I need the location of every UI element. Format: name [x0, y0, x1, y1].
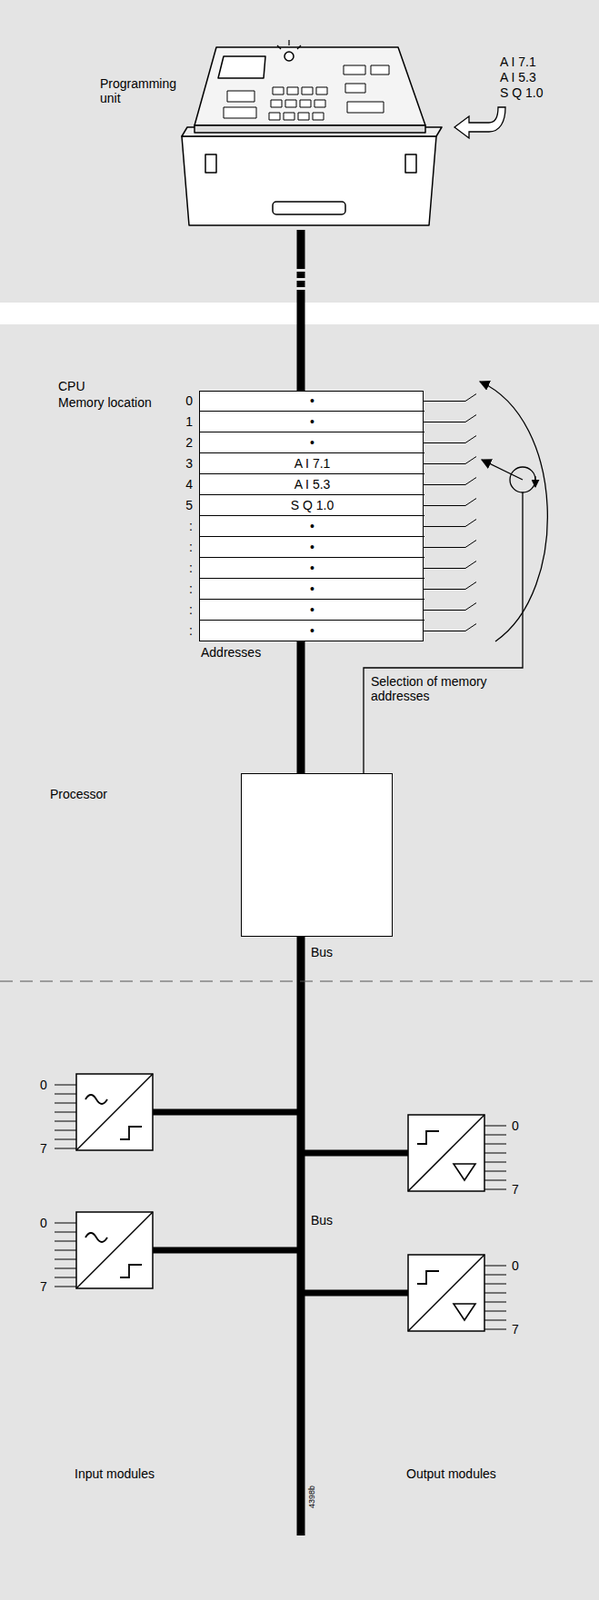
- memory-location: •: [199, 390, 425, 412]
- memory-entry: A I 7.1: [294, 456, 331, 471]
- memory-entry: •: [309, 393, 315, 409]
- memory-entry: •: [309, 602, 315, 618]
- bus-break: [295, 287, 307, 290]
- address-contacts: [423, 394, 477, 632]
- group-label: Input modules: [74, 1467, 155, 1482]
- pin-number: 0: [511, 1118, 520, 1134]
- memory-location: •: [199, 516, 425, 538]
- address-number: :: [189, 602, 193, 618]
- separator-line: [0, 980, 599, 982]
- bus-line: [297, 937, 306, 1537]
- output-module: [408, 1115, 507, 1192]
- cpu-label: CPU: [58, 379, 86, 394]
- bus-break: [295, 269, 307, 272]
- memory-location: A I 5.3: [199, 474, 425, 496]
- case-handle: [272, 201, 346, 215]
- bus-break: [295, 278, 307, 281]
- pin-number: 7: [39, 1279, 48, 1295]
- instruction-text: A I 7.1: [499, 54, 537, 70]
- memory-entry: A I 5.3: [294, 477, 331, 492]
- address-number: 2: [185, 435, 193, 450]
- keypad: [269, 87, 328, 120]
- address-number: :: [189, 519, 193, 534]
- pin-number: 0: [39, 1216, 48, 1231]
- device-front: [194, 125, 426, 133]
- selector-pointer: [481, 459, 523, 480]
- address-number: :: [189, 539, 193, 555]
- address-number: :: [189, 581, 193, 597]
- address-number: 4: [185, 477, 193, 492]
- memory-entry: •: [309, 581, 315, 597]
- memory-location-label: Memory location: [58, 395, 152, 410]
- memory-location: •: [199, 537, 425, 559]
- memory-entry: •: [309, 414, 315, 430]
- lamp: [284, 51, 294, 61]
- memory-location: •: [199, 411, 425, 433]
- memory-location: •: [199, 599, 425, 621]
- pin-number: 7: [39, 1141, 48, 1157]
- module-bus-links: [152, 1112, 409, 1294]
- address-number: :: [189, 560, 193, 576]
- memory-entry: •: [309, 623, 315, 639]
- memory-location: •: [199, 579, 425, 600]
- memory-location: •: [199, 432, 425, 454]
- pin-number: 0: [39, 1078, 48, 1093]
- case-latch: [405, 154, 417, 173]
- bus-line: [297, 229, 306, 391]
- address-number: :: [189, 623, 193, 639]
- display: [218, 56, 266, 79]
- pin-number: 0: [511, 1258, 520, 1274]
- memory-entry: S Q 1.0: [290, 498, 334, 513]
- input-arrow: [454, 107, 506, 139]
- output-module: [408, 1255, 507, 1332]
- memory-entry: •: [309, 435, 315, 450]
- processor-label: Processor: [49, 787, 108, 802]
- memory-table: CPUMemory location•••A I 7.1A I 5.3S Q 1…: [199, 390, 424, 642]
- memory-entry: •: [309, 539, 315, 555]
- programming-unit-drawing: [181, 39, 442, 226]
- addresses-label: Addresses: [200, 645, 261, 660]
- memory-entry: •: [309, 519, 315, 534]
- memory-entry: •: [309, 560, 315, 576]
- bus-line: [297, 641, 306, 774]
- bus-label: Bus: [310, 1213, 333, 1228]
- input-module: [54, 1074, 153, 1151]
- case-body: [181, 136, 437, 226]
- address-number: 3: [185, 456, 193, 471]
- selection-label: Selection of memory addresses: [370, 674, 508, 704]
- bus-label: Bus: [310, 945, 333, 960]
- scan-arc: [479, 381, 548, 642]
- processor-box: Processor: [240, 773, 393, 938]
- instruction-text: A I 5.3: [499, 69, 537, 85]
- address-number: 0: [185, 393, 193, 409]
- memory-location: A I 7.1: [199, 453, 425, 475]
- memory-location: S Q 1.0: [199, 495, 425, 517]
- case-latch: [205, 154, 217, 173]
- keys: [223, 65, 390, 119]
- memory-location: •: [199, 620, 425, 642]
- pin-number: 7: [511, 1182, 520, 1198]
- figure-code: 4398b: [307, 1486, 318, 1509]
- memory-location: •: [199, 558, 425, 580]
- rotation-arrow: [535, 476, 537, 488]
- lower-panel: [0, 324, 599, 1600]
- programming-unit: Programming unit: [171, 19, 450, 230]
- instruction-text: S Q 1.0: [499, 85, 543, 100]
- address-number: 1: [185, 414, 193, 430]
- unit-label: Programming unit: [99, 76, 187, 106]
- input-module: [54, 1212, 153, 1289]
- device-top: [194, 47, 426, 126]
- lamp-rays: [277, 39, 301, 50]
- group-label: Output modules: [406, 1467, 497, 1482]
- address-number: 5: [185, 498, 193, 513]
- pin-number: 7: [511, 1322, 520, 1338]
